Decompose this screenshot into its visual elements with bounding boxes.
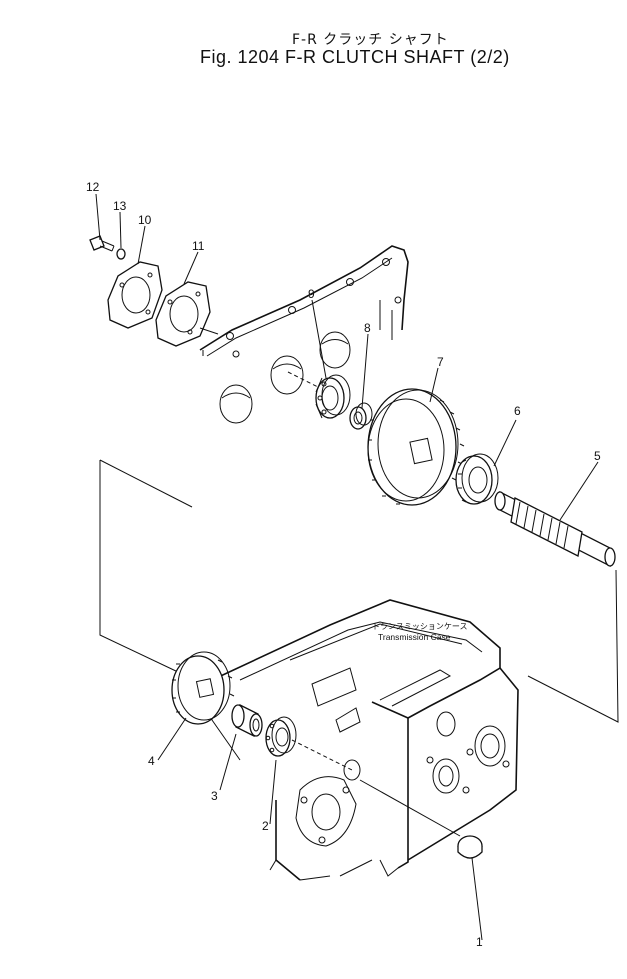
- part-small-gear: [455, 453, 499, 505]
- callout-12: 12: [86, 180, 100, 194]
- case-label: Transmission Case: [378, 632, 451, 642]
- callout-9: 9: [308, 287, 315, 301]
- callout-3: 3: [211, 789, 218, 803]
- part-gasket: [155, 281, 211, 347]
- part-plug: [457, 835, 483, 859]
- part-collar: [231, 704, 263, 737]
- callout-2: 2: [262, 819, 269, 833]
- callout-1: 1: [476, 935, 483, 949]
- part-bolt: [89, 235, 115, 252]
- callout-10: 10: [138, 213, 152, 227]
- figure-title: Fig. 1204 F-R CLUTCH SHAFT (2/2): [200, 47, 510, 67]
- callout-11: 11: [192, 239, 205, 253]
- case-label-japanese: トランスミッションケース: [372, 622, 467, 631]
- callout-5: 5: [594, 449, 601, 463]
- figure-title-japanese: F-R クラッチ シャフト: [292, 32, 449, 48]
- part-ball-bearing-lower: [265, 716, 297, 757]
- callout-7: 7: [437, 355, 444, 369]
- callout-8: 8: [364, 321, 371, 335]
- part-large-gear: [367, 388, 465, 506]
- part-splined-shaft: [494, 490, 616, 568]
- cover-bores: [219, 331, 351, 424]
- part-spacer: [349, 402, 373, 430]
- callout-4: 4: [148, 754, 155, 768]
- callout-13: 13: [113, 199, 127, 213]
- alignment-frame: [99, 459, 619, 723]
- part-bearing-cover: [107, 261, 163, 329]
- callout-6: 6: [514, 404, 521, 418]
- cover-plate-outline: [199, 245, 409, 358]
- transmission-case: [211, 599, 519, 881]
- part-washer: [116, 248, 126, 260]
- leader-lines: [95, 193, 599, 941]
- part-lower-gear: [171, 651, 235, 725]
- part-ball-bearing-upper: [315, 374, 351, 419]
